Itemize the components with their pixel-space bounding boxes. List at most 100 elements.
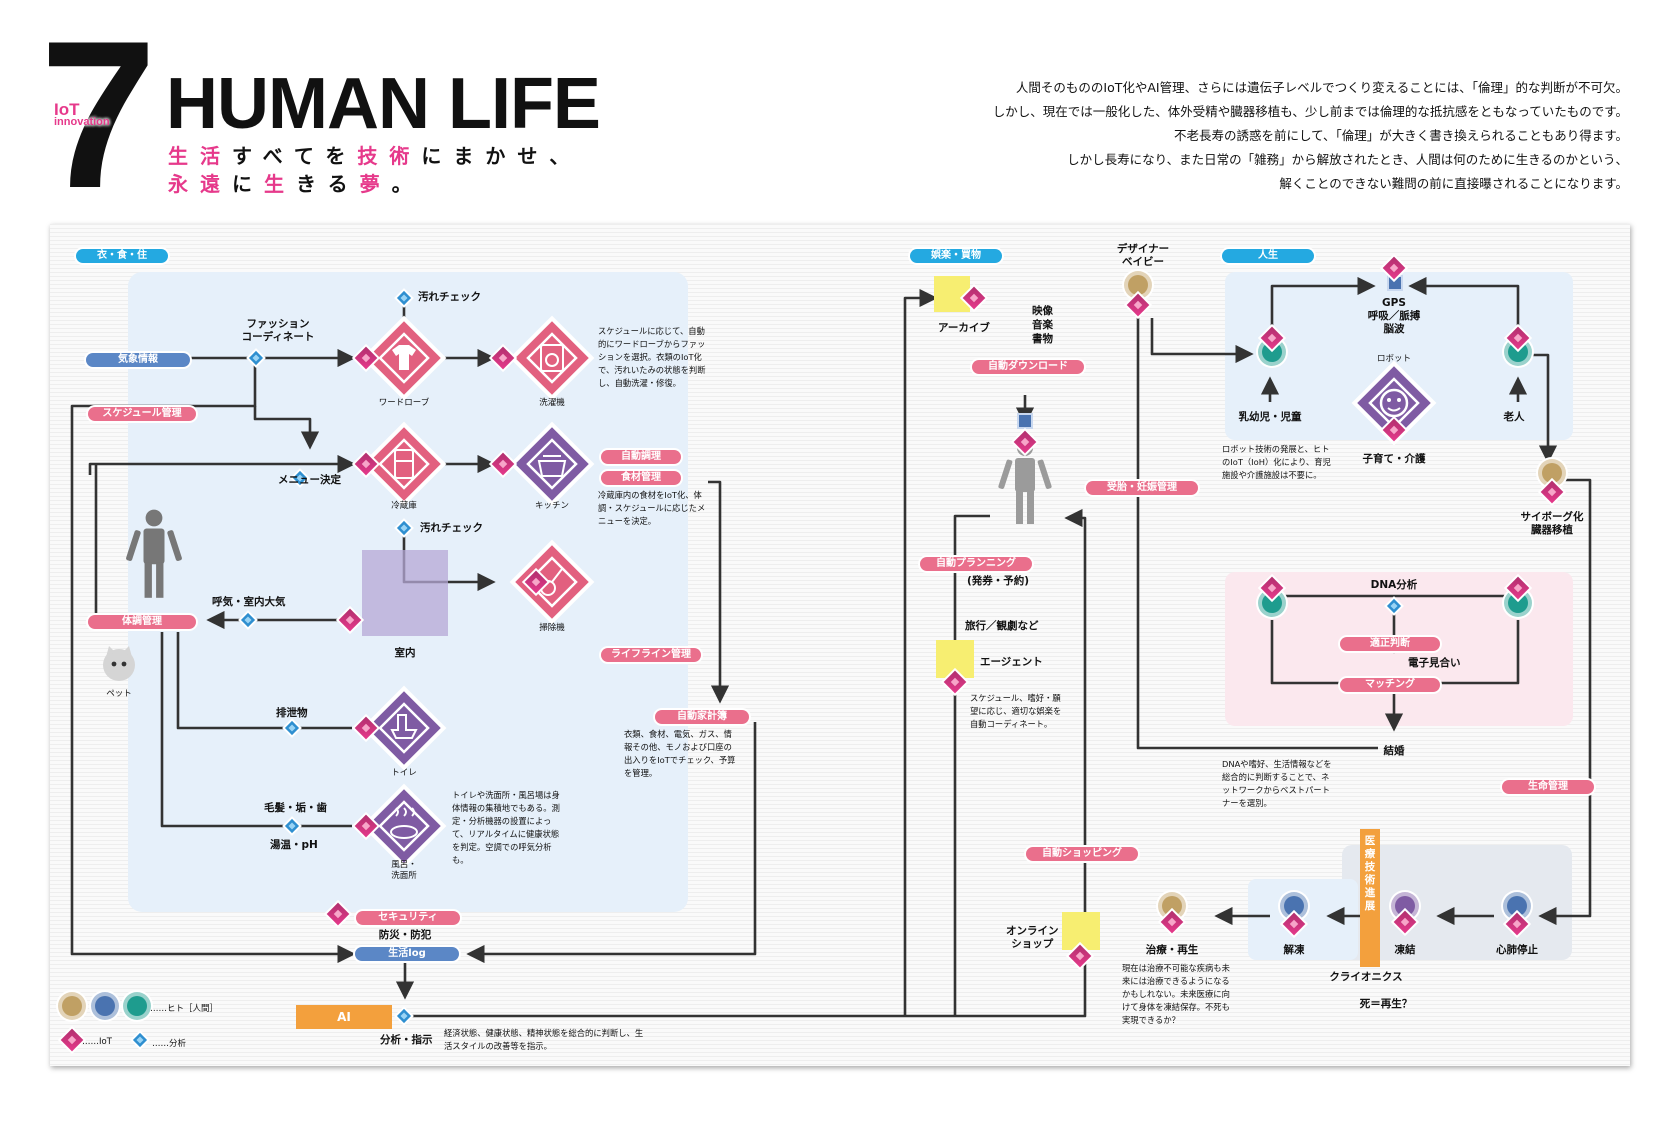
subtitle-char: 術: [389, 144, 422, 168]
human-node: [1501, 890, 1533, 922]
subtitle-char: 生: [264, 172, 296, 196]
iot-node: [1503, 323, 1533, 353]
analysis-node: [1384, 596, 1404, 616]
tag-schedule: スケジュール管理: [88, 407, 196, 421]
analysis-node: [130, 1030, 150, 1050]
flow-line: [1136, 295, 1378, 750]
section-life: 衣・食・住: [76, 249, 168, 263]
note-cryo: 現在は治療不可能な疾病も未来には治療できるようになるかもしれない。未来医療に向け…: [1122, 963, 1230, 1025]
section-fun: 娯楽・買物: [910, 249, 1002, 263]
intro-line: 解くことのできない難問の前に直接曝されることになります。: [1279, 176, 1628, 191]
label-robot: ロボット: [1376, 354, 1412, 364]
subtitle-char: 遠: [200, 172, 232, 196]
washing-machine-icon: [509, 315, 595, 401]
label-yogore1: 汚れチェック: [418, 291, 481, 303]
refrigerator-icon: [361, 421, 447, 507]
flow-line: [1150, 318, 1254, 364]
subtitle-line1: 生活すべてを技術にまかせ、: [168, 142, 588, 170]
subtitle-char: せ: [517, 144, 550, 168]
tag-taichou: 体調管理: [88, 615, 196, 629]
subtitle-char: て: [293, 144, 326, 168]
iot-node: [1257, 323, 1287, 353]
label-wardrobe: ワードローブ: [378, 398, 430, 408]
iot-node: [335, 605, 365, 635]
label-miai: 電子見合い: [1408, 657, 1461, 669]
iot-node: [1379, 415, 1409, 445]
human-figure: [126, 509, 182, 598]
flow-line: [1408, 276, 1520, 335]
label-designer: デザイナー ベイビー: [1116, 243, 1170, 268]
tag-auto-download: 自動ダウンロード: [972, 360, 1084, 374]
analysis-node: [290, 468, 310, 488]
label-sentakuki: 洗濯機: [539, 398, 565, 408]
label-toilet: トイレ: [391, 768, 417, 778]
iryou-char: 医: [1364, 835, 1376, 847]
label-roujin: 老人: [1503, 411, 1525, 423]
label-pet: ペット: [106, 689, 132, 699]
flow-line: [953, 514, 990, 1016]
human-node: [1122, 269, 1154, 301]
label-mouhatsu: 毛髪・垢・歯: [264, 802, 327, 814]
iot-node: [1503, 573, 1533, 603]
flow-line: [400, 508, 1087, 1018]
kitchen-pot-icon: [509, 421, 595, 507]
pet-icon: [103, 646, 135, 681]
flow-line: [70, 358, 356, 964]
tag-matching: マッチング: [1340, 678, 1440, 692]
iryou-char: 進: [1364, 887, 1376, 899]
subtitle-char: 技: [357, 144, 390, 168]
human-node: [121, 990, 153, 1022]
iot-node: [1502, 909, 1532, 939]
iryou-char: 展: [1364, 900, 1376, 912]
note-dna: DNAや嗜好、生活情報などを総合的に判断することで、ネットワークからベストパート…: [1222, 759, 1332, 808]
tag-kisho: 気象情報: [86, 353, 190, 367]
wardrobe-icon: [361, 315, 447, 401]
label-yogore2: 汚れチェック: [420, 522, 483, 534]
intro-line: 人間そのもののIoT化やAI管理、さらには遺伝子レベルでつくり変えることには、「…: [1015, 80, 1628, 95]
tag-auto-planning: 自動プランニング: [920, 557, 1032, 571]
human-node: [1502, 587, 1534, 619]
room-block: [362, 550, 448, 636]
human-node: [1156, 890, 1188, 922]
analysis-node: [246, 348, 266, 368]
label-kitchen: キッチン: [534, 501, 570, 511]
label-gps: GPS 呼吸／脈搏 脳波: [1367, 297, 1421, 335]
human-node: [1389, 890, 1421, 922]
label-kokyu: 呼気・室内大気: [212, 596, 286, 608]
label-yuon: 湯温・pH: [270, 839, 318, 851]
iot-innovation-badge: IoT innovation: [54, 100, 124, 128]
note-wardrobe: スケジュールに応じて、自動的にワードローブからファッションを選択。衣類のIoT化…: [598, 326, 706, 388]
label-online: オンライン ショップ: [1006, 925, 1059, 950]
label-shitsunai: 室内: [394, 647, 416, 659]
subtitle-char: 。: [391, 172, 424, 196]
flow-line: [903, 288, 938, 1016]
legend-bunseki: ……分析: [152, 1039, 187, 1049]
tag-food: 食材管理: [601, 471, 681, 485]
note-robot: ロボット技術の発展と、ヒトのIoT（IoH）化により、育児施設や介護施設は不要に…: [1222, 444, 1331, 480]
label-reizoko: 冷蔵庫: [391, 501, 417, 511]
chapter-number: 7: [40, 0, 157, 232]
iryou-char: 技: [1364, 861, 1376, 873]
human-node: [89, 990, 121, 1022]
label-media: 映像 音楽 書物: [1032, 305, 1053, 345]
note-food: 冷蔵庫内の食材をIoT化、体調・スケジュールに応じたメニューを決定。: [598, 490, 706, 526]
life-area: [1225, 272, 1573, 440]
section-jinsei: 人生: [1222, 249, 1314, 263]
badge-line1: IoT: [54, 100, 80, 119]
iot-node: [1257, 573, 1287, 603]
subtitle-char: に: [232, 172, 264, 196]
tag-seikatsu-log: 生活log: [355, 947, 459, 961]
iot-node: [351, 811, 381, 841]
flow-line: [1270, 276, 1376, 335]
iot-node: [1065, 941, 1095, 971]
label-cryonics: クライオニクス: [1329, 971, 1403, 983]
note-kakeibo: 衣類、食材、電気、ガス、情報その他、モノおよび口座の出入りをIoTでチェック、予…: [624, 729, 736, 778]
label-menu: メニュー決定: [278, 474, 341, 486]
legend-iot: ……IoT: [82, 1037, 112, 1047]
subtitle-char: に: [421, 144, 454, 168]
label-haisetsu: 排泄物: [276, 707, 308, 719]
label-kekkon: 結婚: [1383, 745, 1405, 757]
tag-jutai: 受胎・妊娠管理: [1086, 481, 1198, 495]
user-device-icon: [1017, 413, 1033, 429]
subtitle-char: す: [232, 144, 263, 168]
